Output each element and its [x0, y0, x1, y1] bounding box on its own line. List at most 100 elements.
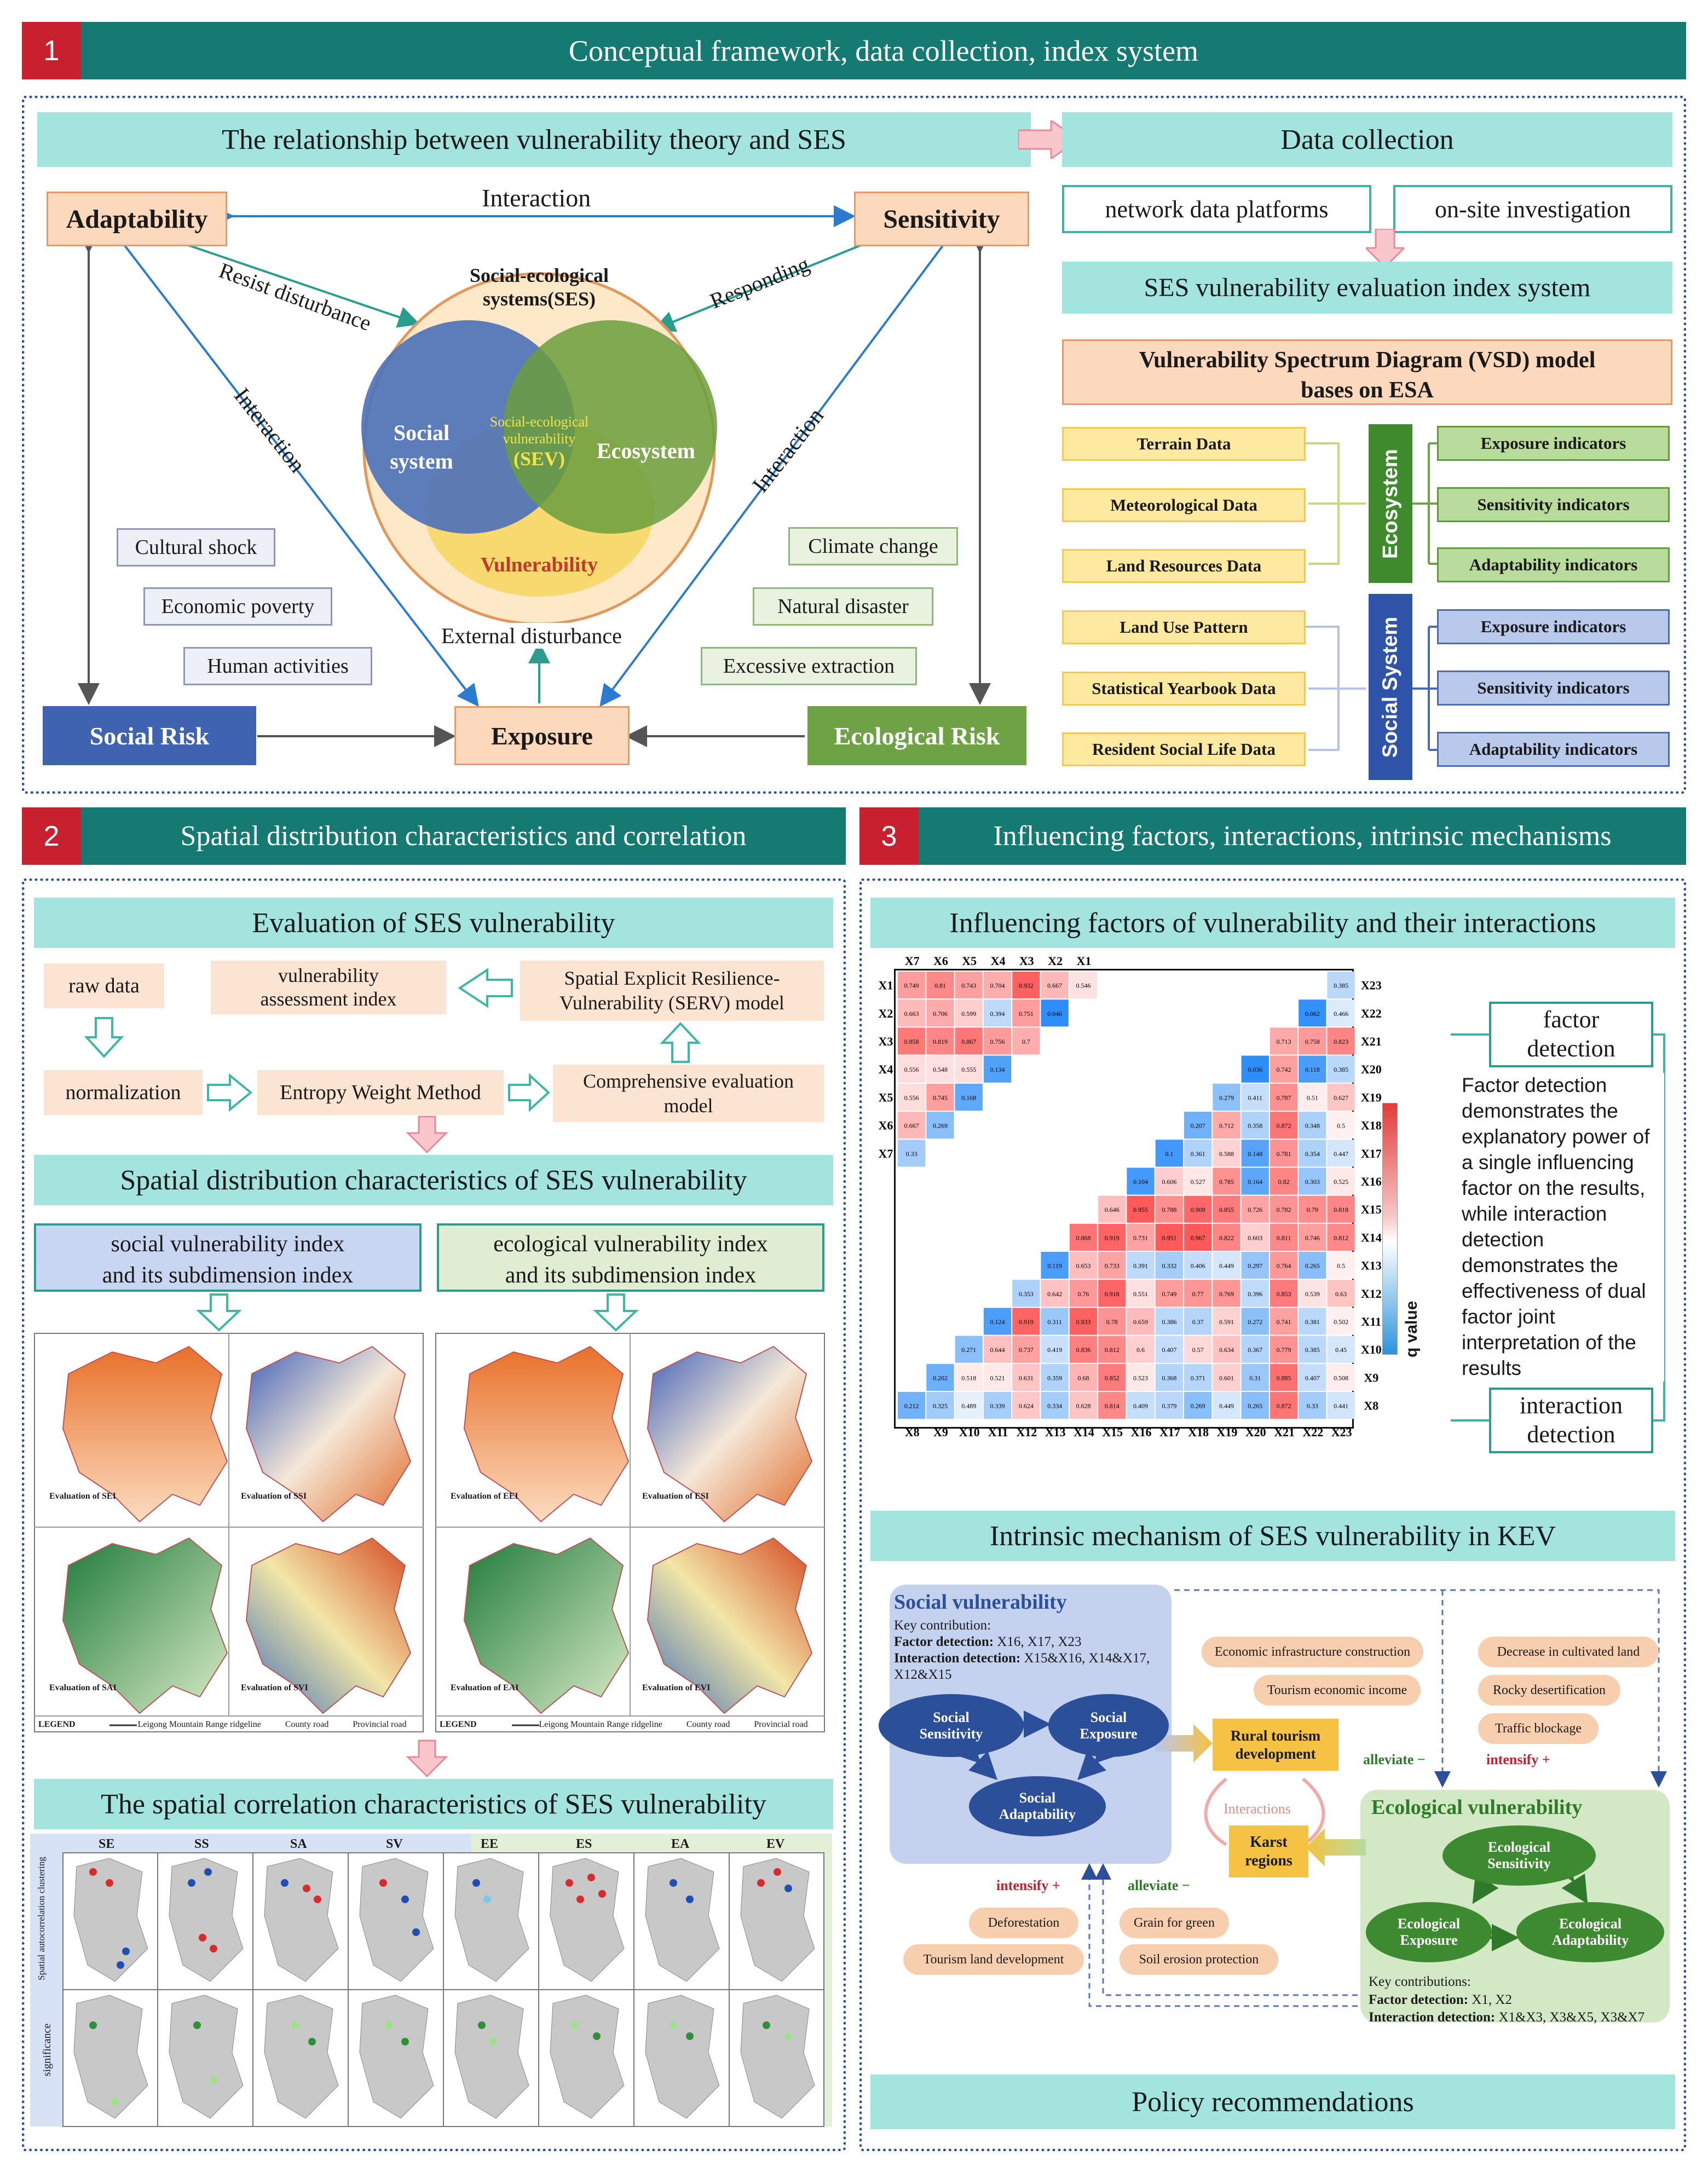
heat-b-9-5-value: 0.822: [1219, 1234, 1234, 1241]
heat-b-12-2-cell: [1041, 1308, 1069, 1335]
heat-bottom-label-8: X16: [1131, 1425, 1152, 1439]
heat-a-2-4-cell: [1012, 1027, 1040, 1055]
heat-b-10-7-cell: [1241, 1252, 1269, 1279]
sev-line2: vulnerability: [503, 431, 576, 447]
interaction-detection-label: Interaction detection:: [894, 1651, 1021, 1666]
heat-b-9-1-cell: [1098, 1223, 1126, 1251]
legend-word-left: LEGEND: [38, 1720, 76, 1729]
heat-bottom-label-4: X12: [1016, 1425, 1037, 1439]
heat-top-label-2: X5: [962, 954, 977, 968]
interaction-detection2-values: X1&X3, X3&X5, X3&X7: [1498, 2010, 1645, 2025]
section-2-title: Spatial distribution characteristics and…: [180, 820, 747, 852]
heat-b-11-0-cell: [1012, 1280, 1040, 1307]
social-risk-box: Social Risk: [43, 706, 256, 765]
heat-b-3-2-cell: [1299, 1055, 1326, 1083]
heat-b-1-0-value: 0.062: [1305, 1010, 1320, 1018]
alleviate-bottom: alleviate −: [1128, 1877, 1190, 1893]
heat-b-15-8-cell: [1127, 1392, 1155, 1419]
heat-b-8-8-value: 0.818: [1334, 1206, 1348, 1213]
heat-b-15-9-cell: [1155, 1392, 1183, 1419]
social-exposure-node: Social Exposure: [1048, 1694, 1169, 1757]
heat-b-5-5-cell: [1327, 1112, 1355, 1139]
heat-b-9-9-value: 0.812: [1334, 1234, 1348, 1241]
entropy-weight-method-box: Entropy Weight Method: [257, 1070, 504, 1115]
rural-line2: development: [1235, 1745, 1316, 1762]
heat-b-6-2-value: 0.588: [1219, 1150, 1234, 1158]
comprehensive-evaluation-box: Comprehensive evaluation model: [553, 1065, 824, 1122]
heat-b-15-13-cell: [1270, 1392, 1298, 1419]
heat-b-9-0-value: 0.868: [1076, 1234, 1090, 1241]
heat-b-13-9-cell: [1213, 1336, 1240, 1363]
terrain-data: Terrain Data: [1062, 427, 1306, 461]
land-resources-data: Land Resources Data: [1062, 549, 1306, 583]
heat-b-14-11-cell: [1241, 1363, 1269, 1391]
heat-b-6-6-value: 0.447: [1334, 1150, 1348, 1158]
heat-b-6-4-value: 0.781: [1277, 1150, 1291, 1158]
soc-sens-line1: Social: [933, 1709, 970, 1725]
legend-county-left: County road: [285, 1720, 329, 1729]
heat-b-14-2-cell: [983, 1363, 1012, 1391]
heat-a-2-1-cell: [926, 1027, 954, 1055]
heat-b-4-2-cell: [1270, 1083, 1298, 1111]
heat-b-11-8-cell: [1241, 1280, 1269, 1307]
heat-b-13-8-cell: [1184, 1336, 1212, 1363]
heat-b-4-1-cell: [1241, 1083, 1269, 1111]
pill-soil-erosion: Soil erosion protection: [1120, 1944, 1278, 1975]
heat-right-label-12: X11: [1361, 1315, 1381, 1328]
heat-b-10-9-cell: [1299, 1252, 1326, 1279]
heat-b-13-11-value: 0.779: [1277, 1346, 1291, 1354]
heat-top-label-5: X2: [1048, 954, 1063, 968]
heat-bottom-label-0: X8: [905, 1425, 920, 1439]
legend-left: LEGEND Leigong Mountain Range ridgeline …: [38, 1720, 407, 1730]
heat-b-2-1-value: 0.758: [1305, 1038, 1320, 1045]
ecological-risk-box: Ecological Risk: [807, 706, 1026, 765]
map-title-ssi: Evaluation of SSI: [241, 1492, 307, 1501]
factor-detection-line2: detection: [1527, 1035, 1615, 1062]
key-contribution-block: Key contribution: Factor detection: X16,…: [894, 1617, 1168, 1683]
heat-top-label-4: X3: [1019, 954, 1034, 968]
heat-b-13-2-value: 0.737: [1019, 1346, 1034, 1354]
heat-b-10-10-cell: [1327, 1252, 1355, 1279]
heat-b-15-14-value: 0.33: [1307, 1402, 1318, 1410]
heat-left-label-3: X4: [879, 1062, 893, 1076]
heat-b-6-3-cell: [1241, 1140, 1269, 1167]
heat-top-label-3: X4: [991, 954, 1006, 968]
heat-bottom-label-9: X17: [1159, 1425, 1180, 1439]
corr-col-ev: EV: [766, 1837, 785, 1851]
heat-b-5-2-value: 0.358: [1248, 1122, 1262, 1130]
karst-line1: Karst: [1250, 1833, 1288, 1851]
heat-b-7-7-value: 0.525: [1334, 1178, 1348, 1186]
corr-col-ss: SS: [194, 1837, 209, 1851]
correlation-grid: [62, 1852, 824, 2127]
heat-top-label-1: X6: [933, 954, 948, 968]
heat-b-15-8-value: 0.409: [1133, 1402, 1148, 1410]
external-disturbance-label: External disturbance: [438, 623, 625, 649]
heat-b-15-4-cell: [1012, 1392, 1040, 1419]
land-use-pattern: Land Use Pattern: [1062, 610, 1306, 644]
heat-b-14-4-cell: [1041, 1363, 1069, 1391]
map-title-sei: Evaluation of SEI: [49, 1492, 116, 1501]
heat-b-15-3-cell: [983, 1392, 1012, 1419]
heat-bottom-label-13: X21: [1274, 1425, 1295, 1439]
eco-ada-line2: Adaptability: [1551, 1932, 1629, 1948]
heat-top-label-6: X1: [1077, 954, 1092, 968]
heat-b-0-0-value: 0.385: [1334, 982, 1348, 990]
heat-b-5-4-value: 0.348: [1305, 1122, 1320, 1130]
map-title-eei: Evaluation of EEI: [451, 1492, 518, 1501]
heat-b-10-10-value: 0.5: [1337, 1262, 1345, 1270]
heat-a-0-6-cell: [1069, 972, 1098, 999]
heat-b-10-4-value: 0.332: [1162, 1262, 1176, 1270]
onsite-investigation: on-site investigation: [1393, 185, 1672, 233]
vulnerability-label: Vulnerability: [481, 553, 598, 576]
heat-bottom-label-1: X9: [933, 1425, 948, 1439]
data-collection-title: Data collection: [1062, 112, 1672, 167]
heat-b-13-13-cell: [1327, 1336, 1355, 1363]
heat-b-14-0-cell: [926, 1363, 954, 1391]
heat-b-2-0-value: 0.713: [1277, 1038, 1291, 1045]
heat-b-13-8-value: 0.57: [1192, 1346, 1204, 1354]
heat-b-14-6-cell: [1098, 1363, 1126, 1391]
heat-a-1-4-value: 0.751: [1019, 1010, 1034, 1018]
sev-label: Social-ecological vulnerability (SEV): [471, 413, 608, 471]
heat-b-13-0-cell: [955, 1336, 983, 1363]
key-contribution-label: Key contribution:: [894, 1618, 991, 1633]
